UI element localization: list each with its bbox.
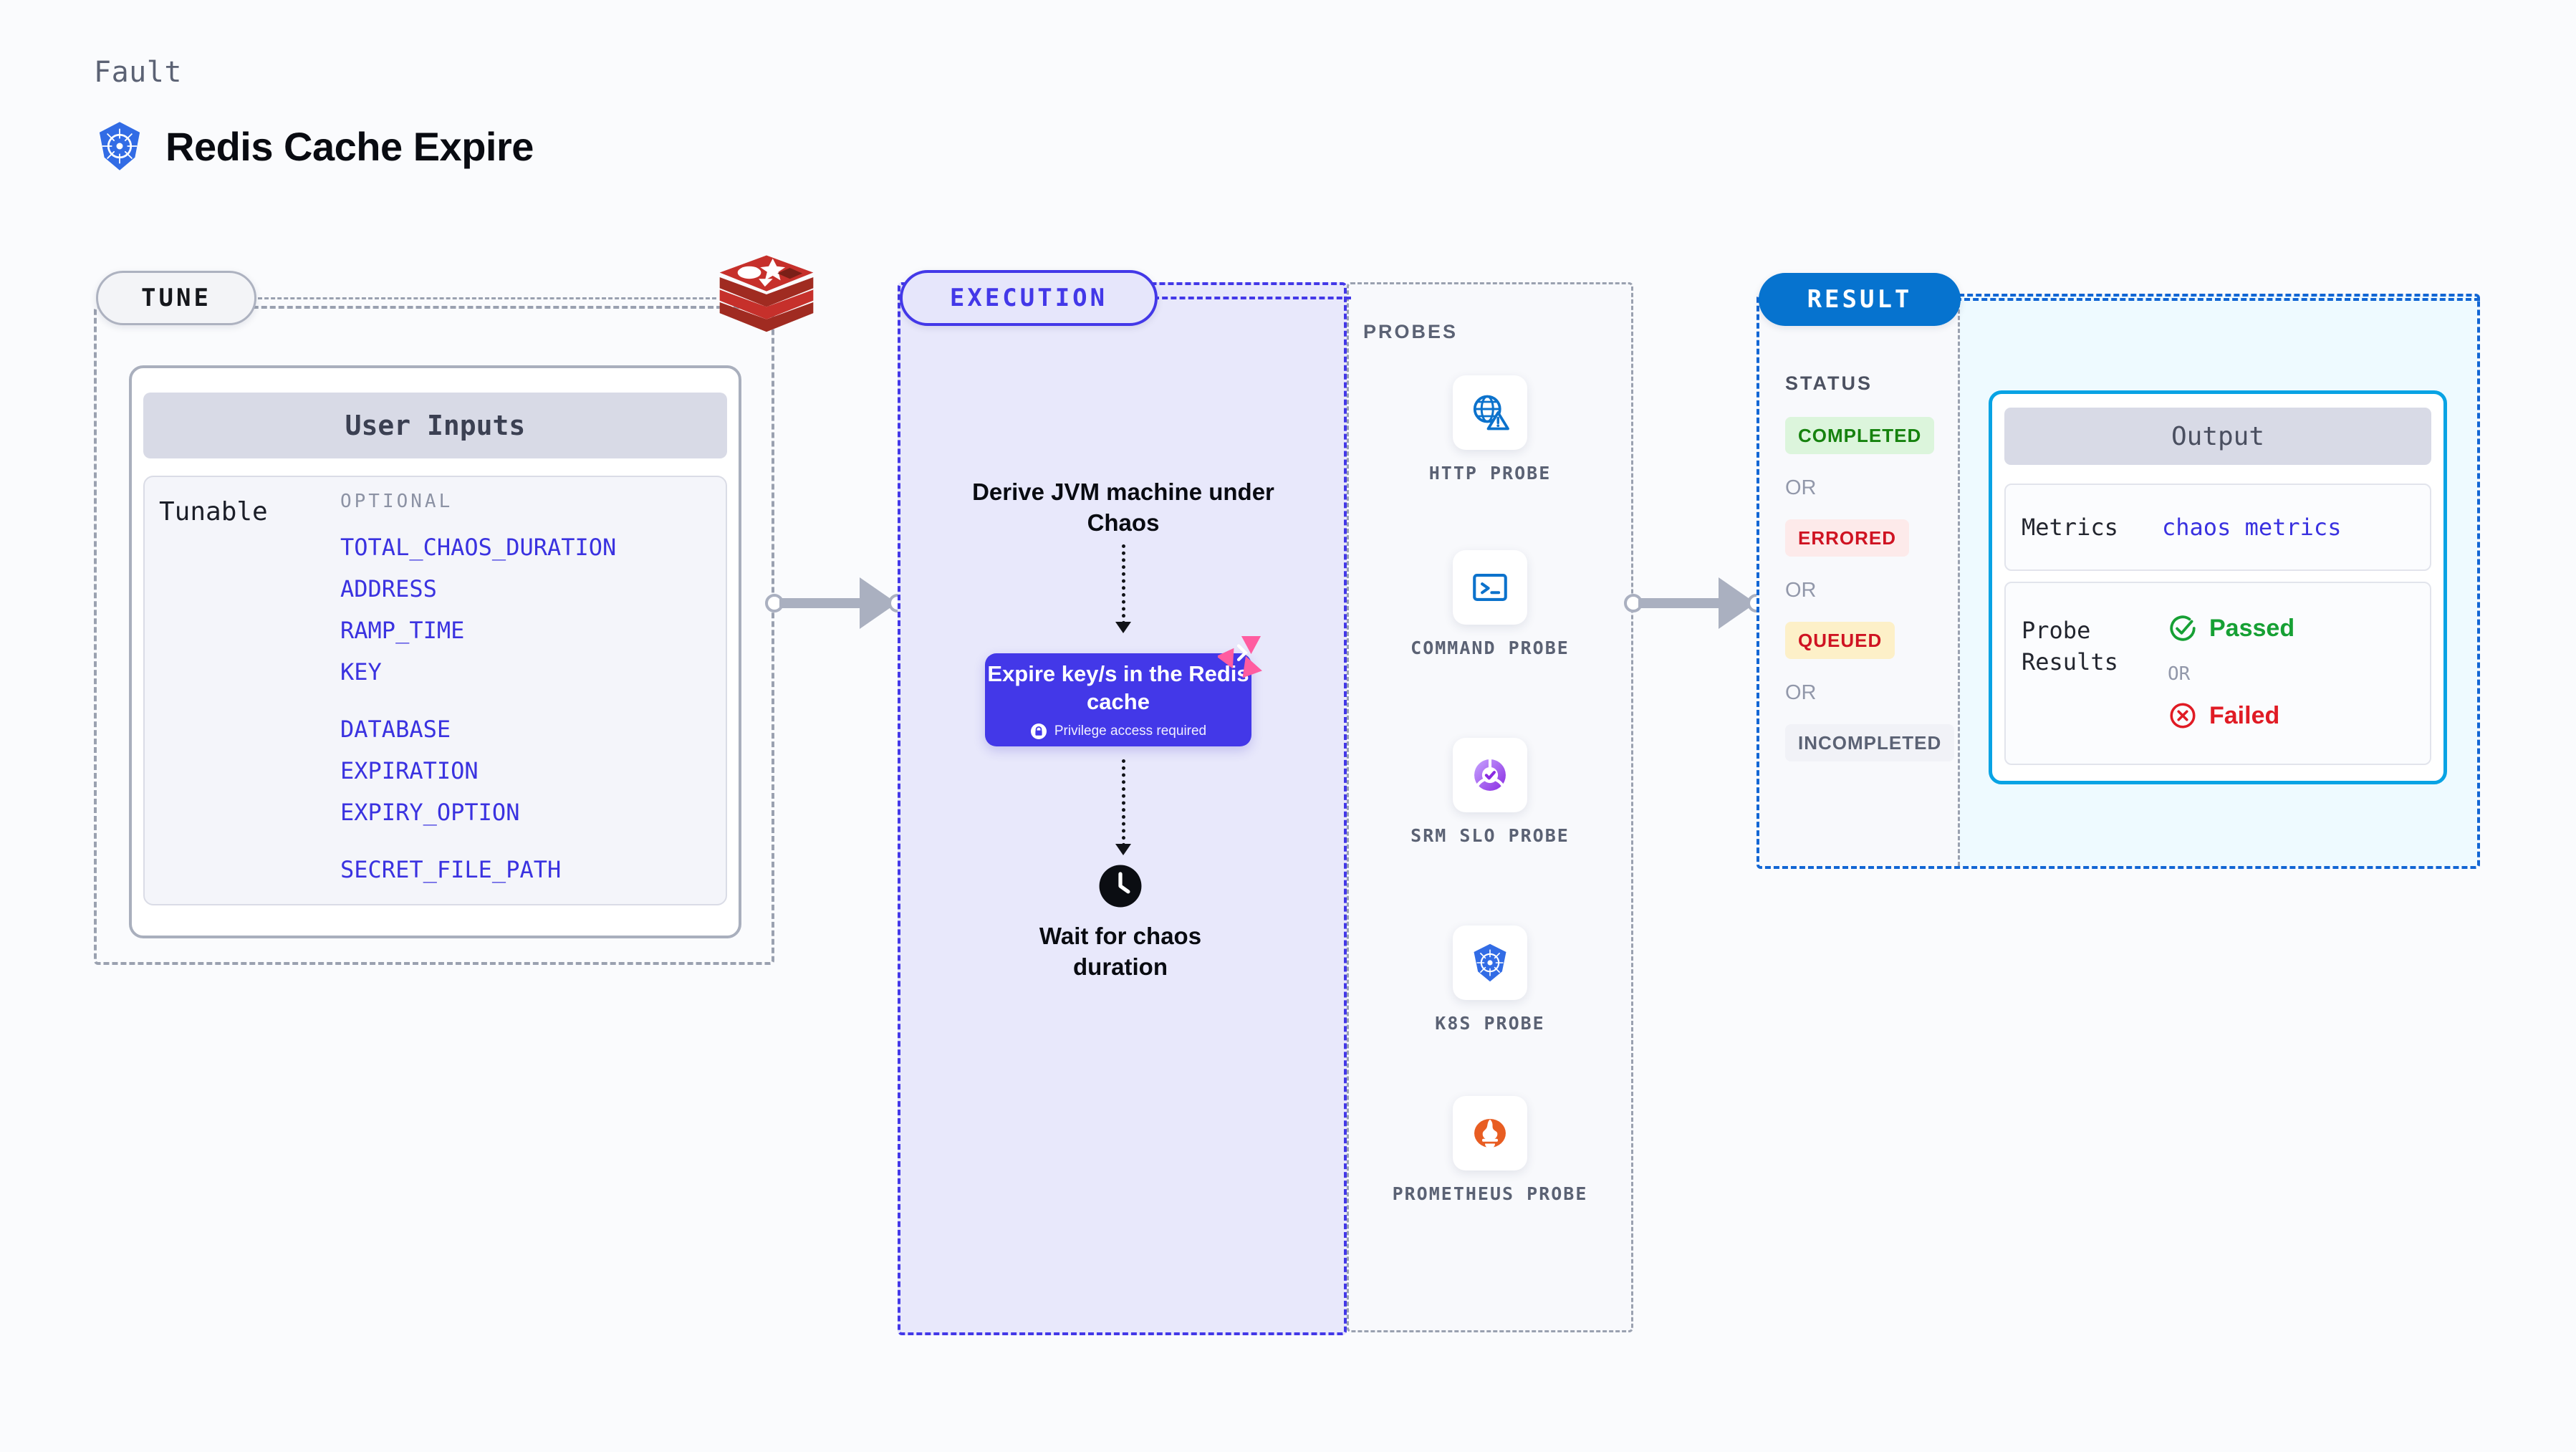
probe-tile — [1453, 1096, 1527, 1170]
wait-step-label: Wait for chaos duration — [1039, 923, 1202, 980]
tunable-item[interactable]: KEY — [340, 658, 382, 686]
probe-result-passed: Passed — [2168, 613, 2294, 643]
passed-label: Passed — [2209, 614, 2295, 642]
probes-title: PROBES — [1363, 321, 1458, 342]
tune-section-boundary — [94, 306, 774, 965]
probe-item-prometheus[interactable]: PROMETHEUS PROBE — [1347, 1096, 1633, 1206]
tunable-item[interactable]: SECRET_FILE_PATH — [340, 856, 562, 883]
redis-logo-icon — [719, 255, 814, 332]
probe-tile — [1453, 375, 1527, 450]
tunable-item[interactable]: EXPIRATION — [340, 757, 479, 784]
tune-to-target-connector — [258, 297, 716, 299]
stage-badge-execution: EXECUTION — [900, 270, 1158, 326]
flow-arrowhead-1 — [1115, 622, 1131, 633]
status-or-2: OR — [1785, 579, 1817, 602]
result-panel-divider — [1958, 297, 1960, 866]
privilege-note: Privilege access required — [1054, 723, 1207, 739]
tunable-item[interactable]: RAMP_TIME — [340, 617, 465, 644]
flow-dotted-line-1 — [1122, 544, 1125, 625]
result-section-boundary — [1756, 294, 2480, 869]
probe-results-row: Probe Results Passed OR Failed — [2004, 582, 2431, 765]
tunable-label: Tunable — [159, 497, 268, 527]
probe-result-failed: Failed — [2168, 701, 2279, 731]
probe-label: COMMAND PROBE — [1410, 638, 1570, 658]
probe-tile — [1453, 738, 1527, 812]
user-inputs-header: User Inputs — [143, 393, 727, 458]
globe-warning-icon — [1473, 395, 1509, 431]
metrics-key: Metrics — [2022, 514, 2118, 541]
optional-label: OPTIONAL — [340, 491, 453, 512]
status-badge-completed: COMPLETED — [1785, 417, 1935, 454]
execution-action-card[interactable]: Expire key/s in the Redis cache Privileg… — [985, 653, 1251, 746]
failed-label: Failed — [2209, 701, 2280, 729]
execution-pill-connector — [1153, 297, 1351, 299]
result-pill-connector — [1956, 298, 2480, 301]
probe-label: SRM SLO PROBE — [1410, 825, 1570, 846]
probe-label: HTTP PROBE — [1428, 463, 1552, 484]
output-header: Output — [2004, 408, 2431, 465]
fault-title-row: Redis Cache Expire — [94, 120, 534, 172]
probe-tile — [1453, 550, 1527, 625]
probe-label: K8S PROBE — [1435, 1013, 1545, 1034]
terminal-icon — [1473, 574, 1507, 601]
probe-item-command[interactable]: COMMAND PROBE — [1347, 550, 1633, 660]
clock-icon — [1099, 865, 1142, 908]
privilege-row: Privilege access required — [1030, 723, 1206, 740]
result-status-panel-bg — [1756, 294, 1958, 869]
flow-dotted-line-2 — [1122, 759, 1125, 847]
page-title: Redis Cache Expire — [165, 123, 534, 169]
status-or-1: OR — [1785, 476, 1817, 499]
probe-results-key: Probe Results — [2022, 617, 2118, 675]
status-or-3: OR — [1785, 681, 1817, 704]
lock-icon — [1030, 723, 1047, 739]
tunable-panel — [143, 476, 727, 905]
metrics-row: Metrics chaos metrics — [2004, 484, 2431, 571]
tunable-item[interactable]: DATABASE — [340, 716, 451, 743]
probe-tile — [1453, 925, 1527, 1000]
metrics-value[interactable]: chaos metrics — [2162, 514, 2342, 541]
status-badge-errored: ERRORED — [1785, 519, 1910, 557]
stage-badge-result: RESULT — [1759, 273, 1961, 326]
tunable-item[interactable]: ADDRESS — [340, 575, 437, 602]
probe-item-http[interactable]: HTTP PROBE — [1347, 375, 1633, 485]
connector-shaft-exec-result — [1638, 598, 1724, 608]
tunable-item[interactable]: TOTAL_CHAOS_DURATION — [340, 534, 617, 561]
derive-step-label: Derive JVM machine under Chaos — [972, 479, 1274, 536]
status-title: STATUS — [1785, 372, 1873, 394]
tunable-list: TOTAL_CHAOS_DURATION ADDRESS RAMP_TIME K… — [340, 527, 713, 890]
tunable-item[interactable]: EXPIRY_OPTION — [340, 799, 520, 826]
litmus-chaos-icon — [1218, 635, 1262, 678]
probe-item-k8s[interactable]: K8S PROBE — [1347, 925, 1633, 1035]
status-badge-incompleted: INCOMPLETED — [1785, 724, 1955, 761]
prometheus-icon — [1474, 1118, 1506, 1149]
slo-check-icon — [1474, 759, 1506, 791]
stage-badge-tune: TUNE — [96, 271, 256, 325]
kubernetes-icon — [99, 122, 140, 170]
connector-shaft-tune-exec — [779, 598, 865, 608]
probe-item-srm-slo[interactable]: SRM SLO PROBE — [1347, 738, 1633, 847]
kubernetes-icon — [1474, 943, 1506, 982]
probe-result-or: OR — [2168, 663, 2191, 685]
x-circle-icon — [2170, 703, 2196, 729]
status-badge-queued: QUEUED — [1785, 622, 1895, 659]
probe-label: PROMETHEUS PROBE — [1392, 1183, 1588, 1204]
fault-eyebrow-label: Fault — [94, 56, 182, 89]
action-card-title: Expire key/s in the Redis cache — [987, 661, 1249, 714]
flow-arrowhead-2 — [1115, 844, 1131, 855]
check-circle-icon — [2170, 615, 2196, 641]
